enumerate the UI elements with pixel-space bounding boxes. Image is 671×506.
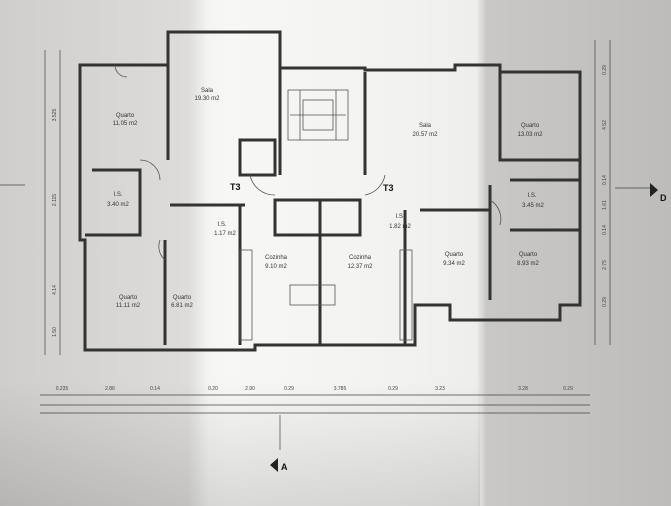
room-area: 11.05 m2 [113, 121, 138, 127]
room-name: Sala [201, 88, 214, 94]
room-name: Quarto [173, 295, 192, 301]
room-area: 19.30 m2 [194, 96, 220, 102]
stair-and-fixtures [114, 64, 502, 341]
walls [78, 30, 582, 352]
room-area: 12.37 m2 [347, 264, 373, 270]
room-area: 9.10 m2 [265, 264, 287, 270]
section-arrow-icon [270, 458, 278, 472]
svg-text:0.14: 0.14 [602, 225, 608, 235]
paper-shadow [0, 380, 480, 506]
svg-text:2.115: 2.115 [52, 194, 58, 206]
room-area: 8.93 m2 [517, 261, 539, 267]
room-area: 6.81 m2 [171, 303, 193, 309]
svg-text:1.50: 1.50 [52, 327, 58, 337]
room-area: 1.82 m2 [389, 224, 411, 230]
left-dimensions: 3.525 2.115 4.14 1.50 [52, 109, 58, 337]
room-name: I.S. [113, 192, 122, 198]
svg-text:3.785: 3.785 [334, 386, 347, 392]
room-area: 13.03 m2 [517, 132, 543, 138]
section-arrow-icon [650, 183, 658, 197]
dimension-lines [0, 40, 650, 450]
svg-text:3.28: 3.28 [518, 386, 528, 392]
right-dimensions: 0.29 4.52 0.14 1.61 0.14 2.75 0.29 [602, 65, 608, 307]
bottom-dimensions: 0.235 2.86 0.14 0.20 2.90 0.29 3.785 0.2… [56, 386, 573, 392]
svg-text:0.14: 0.14 [602, 175, 608, 185]
svg-text:0.29: 0.29 [388, 386, 398, 392]
room-name: I.S. [395, 214, 404, 220]
svg-text:2.75: 2.75 [602, 260, 608, 270]
room-name: Quarto [445, 252, 464, 258]
svg-text:0.29: 0.29 [563, 386, 573, 392]
svg-text:2.90: 2.90 [245, 386, 255, 392]
room-name: Cozinha [349, 255, 372, 261]
unit-tag: T3 [230, 182, 241, 192]
svg-text:3.23: 3.23 [435, 386, 445, 392]
room-labels: Quarto 11.05 m2 Sala 19.30 m2 I.S. 3.40 … [107, 88, 544, 309]
section-mark: A [281, 462, 288, 472]
svg-text:3.525: 3.525 [52, 109, 58, 122]
svg-text:4.52: 4.52 [602, 120, 608, 130]
room-name: Quarto [116, 113, 135, 119]
section-mark: D [660, 193, 667, 203]
svg-text:0.29: 0.29 [602, 297, 608, 307]
room-name: Quarto [119, 295, 138, 301]
svg-text:0.29: 0.29 [602, 65, 608, 75]
room-area: 20.57 m2 [412, 132, 438, 138]
room-name: Quarto [519, 252, 538, 258]
room-name: I.S. [217, 222, 226, 228]
room-area: 11.11 m2 [116, 303, 141, 309]
room-area: 3.40 m2 [107, 202, 129, 208]
room-area: 3.45 m2 [522, 203, 544, 209]
svg-text:0.235: 0.235 [56, 386, 69, 392]
room-name: Quarto [521, 123, 540, 129]
svg-text:0.14: 0.14 [150, 386, 160, 392]
svg-text:0.29: 0.29 [284, 386, 294, 392]
svg-text:0.20: 0.20 [208, 386, 218, 392]
room-name: Cozinha [265, 255, 288, 261]
svg-text:2.86: 2.86 [105, 386, 115, 392]
svg-text:1.61: 1.61 [602, 200, 608, 210]
room-area: 1.17 m2 [214, 231, 236, 237]
room-area: 9.34 m2 [443, 261, 465, 267]
svg-text:4.14: 4.14 [52, 285, 58, 295]
room-name: I.S. [527, 193, 536, 199]
unit-tag: T3 [383, 183, 394, 193]
room-name: Sala [419, 123, 432, 129]
